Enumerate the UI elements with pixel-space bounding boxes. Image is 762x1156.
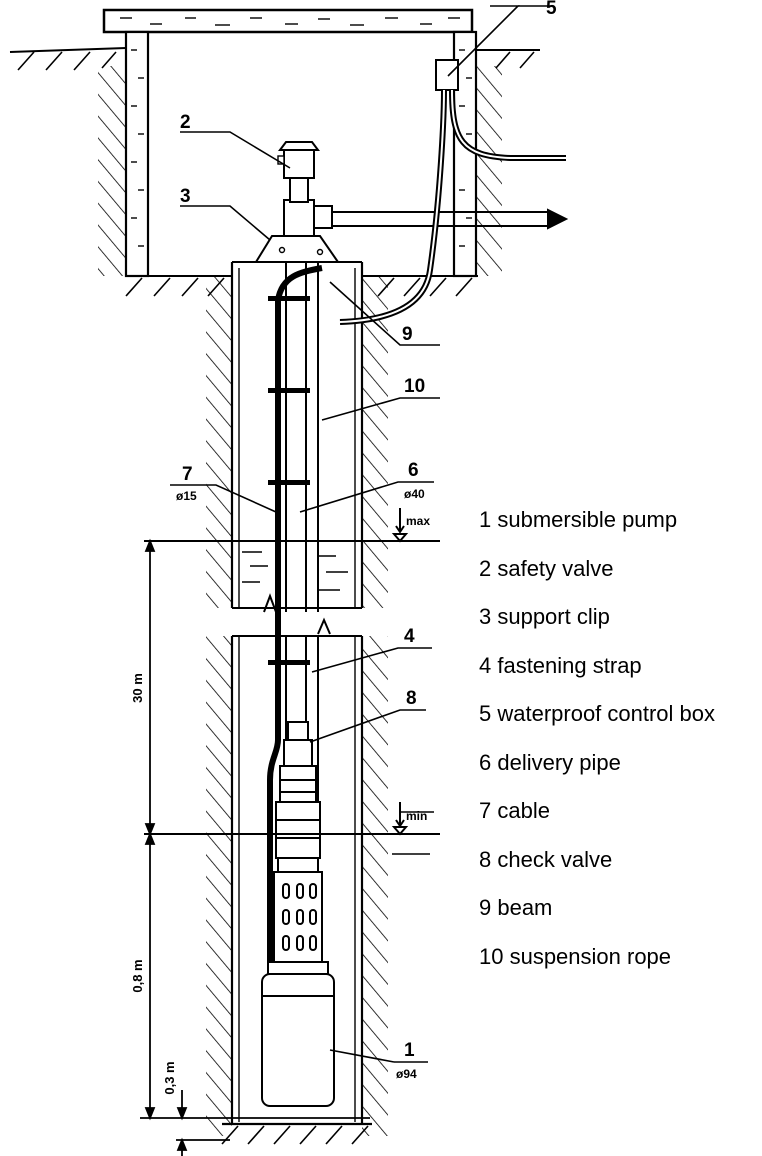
callout-labels: 2 3 5 9 10 7 6 4 8 1 (180, 0, 557, 1061)
well-casing-upper (206, 262, 388, 609)
legend-item-8: 8 check valve (479, 846, 613, 872)
check-valve (279, 721, 317, 803)
dimension-lines (140, 538, 370, 1156)
callout-9: 9 (402, 324, 413, 345)
cable (267, 265, 323, 1040)
legend-item-3: 3 support clip (479, 604, 610, 629)
water-upper (242, 551, 348, 591)
callout-8: 8 (406, 688, 417, 709)
legend-item-4: 4 fastening strap (479, 652, 642, 678)
callout-2: 2 (180, 112, 191, 133)
callout-6: 6 (408, 460, 419, 481)
callout-1: 1 (404, 1040, 415, 1061)
support-clip (232, 235, 362, 263)
delivery-pipe (263, 262, 331, 740)
level-max: max (406, 514, 430, 528)
safety-valve-assembly (277, 141, 333, 237)
dimension-0-8m: 0,8 m (130, 959, 145, 992)
callout-4: 4 (404, 626, 415, 647)
level-min: min (406, 809, 427, 823)
diameter-pipe: ø40 (404, 487, 425, 501)
legend-item-7: 7 cable (479, 798, 550, 823)
diameter-labels: ø15 ø40 ø94 (176, 487, 425, 1081)
ground-surface (9, 47, 540, 297)
legend-item-1: 1 submersible pump (479, 507, 678, 532)
fastening-straps (268, 296, 310, 665)
callout-3: 3 (180, 186, 191, 207)
dimension-0-3m: 0,3 m (162, 1061, 177, 1094)
dimension-labels: 30 m 0,8 m 0,3 m (130, 673, 177, 1094)
diameter-pump: ø94 (396, 1067, 417, 1081)
legend-item-6: 6 delivery pipe (479, 749, 621, 775)
callout-7: 7 (182, 464, 193, 485)
outlet-pipe (332, 208, 569, 230)
control-box (339, 59, 566, 325)
leader-lines (170, 5, 552, 1063)
level-labels: max min (406, 514, 430, 823)
legend-item-10: 10 suspension rope (479, 943, 672, 969)
callout-10: 10 (404, 376, 425, 397)
legend-item-2: 2 safety valve (479, 555, 614, 581)
water-level-lines (144, 508, 440, 836)
chamber-walls (98, 30, 502, 278)
dimension-30m: 30 m (130, 673, 145, 703)
callout-5: 5 (546, 0, 557, 19)
diameter-cable: ø15 (176, 489, 197, 503)
parts-legend: 1 submersible pump 2 safety valve 3 supp… (479, 508, 715, 993)
submersible-pump (261, 801, 335, 1107)
legend-item-5: 5 waterproof control box (479, 701, 716, 726)
cover-slab (102, 8, 474, 34)
legend-item-9: 9 beam (479, 895, 553, 920)
